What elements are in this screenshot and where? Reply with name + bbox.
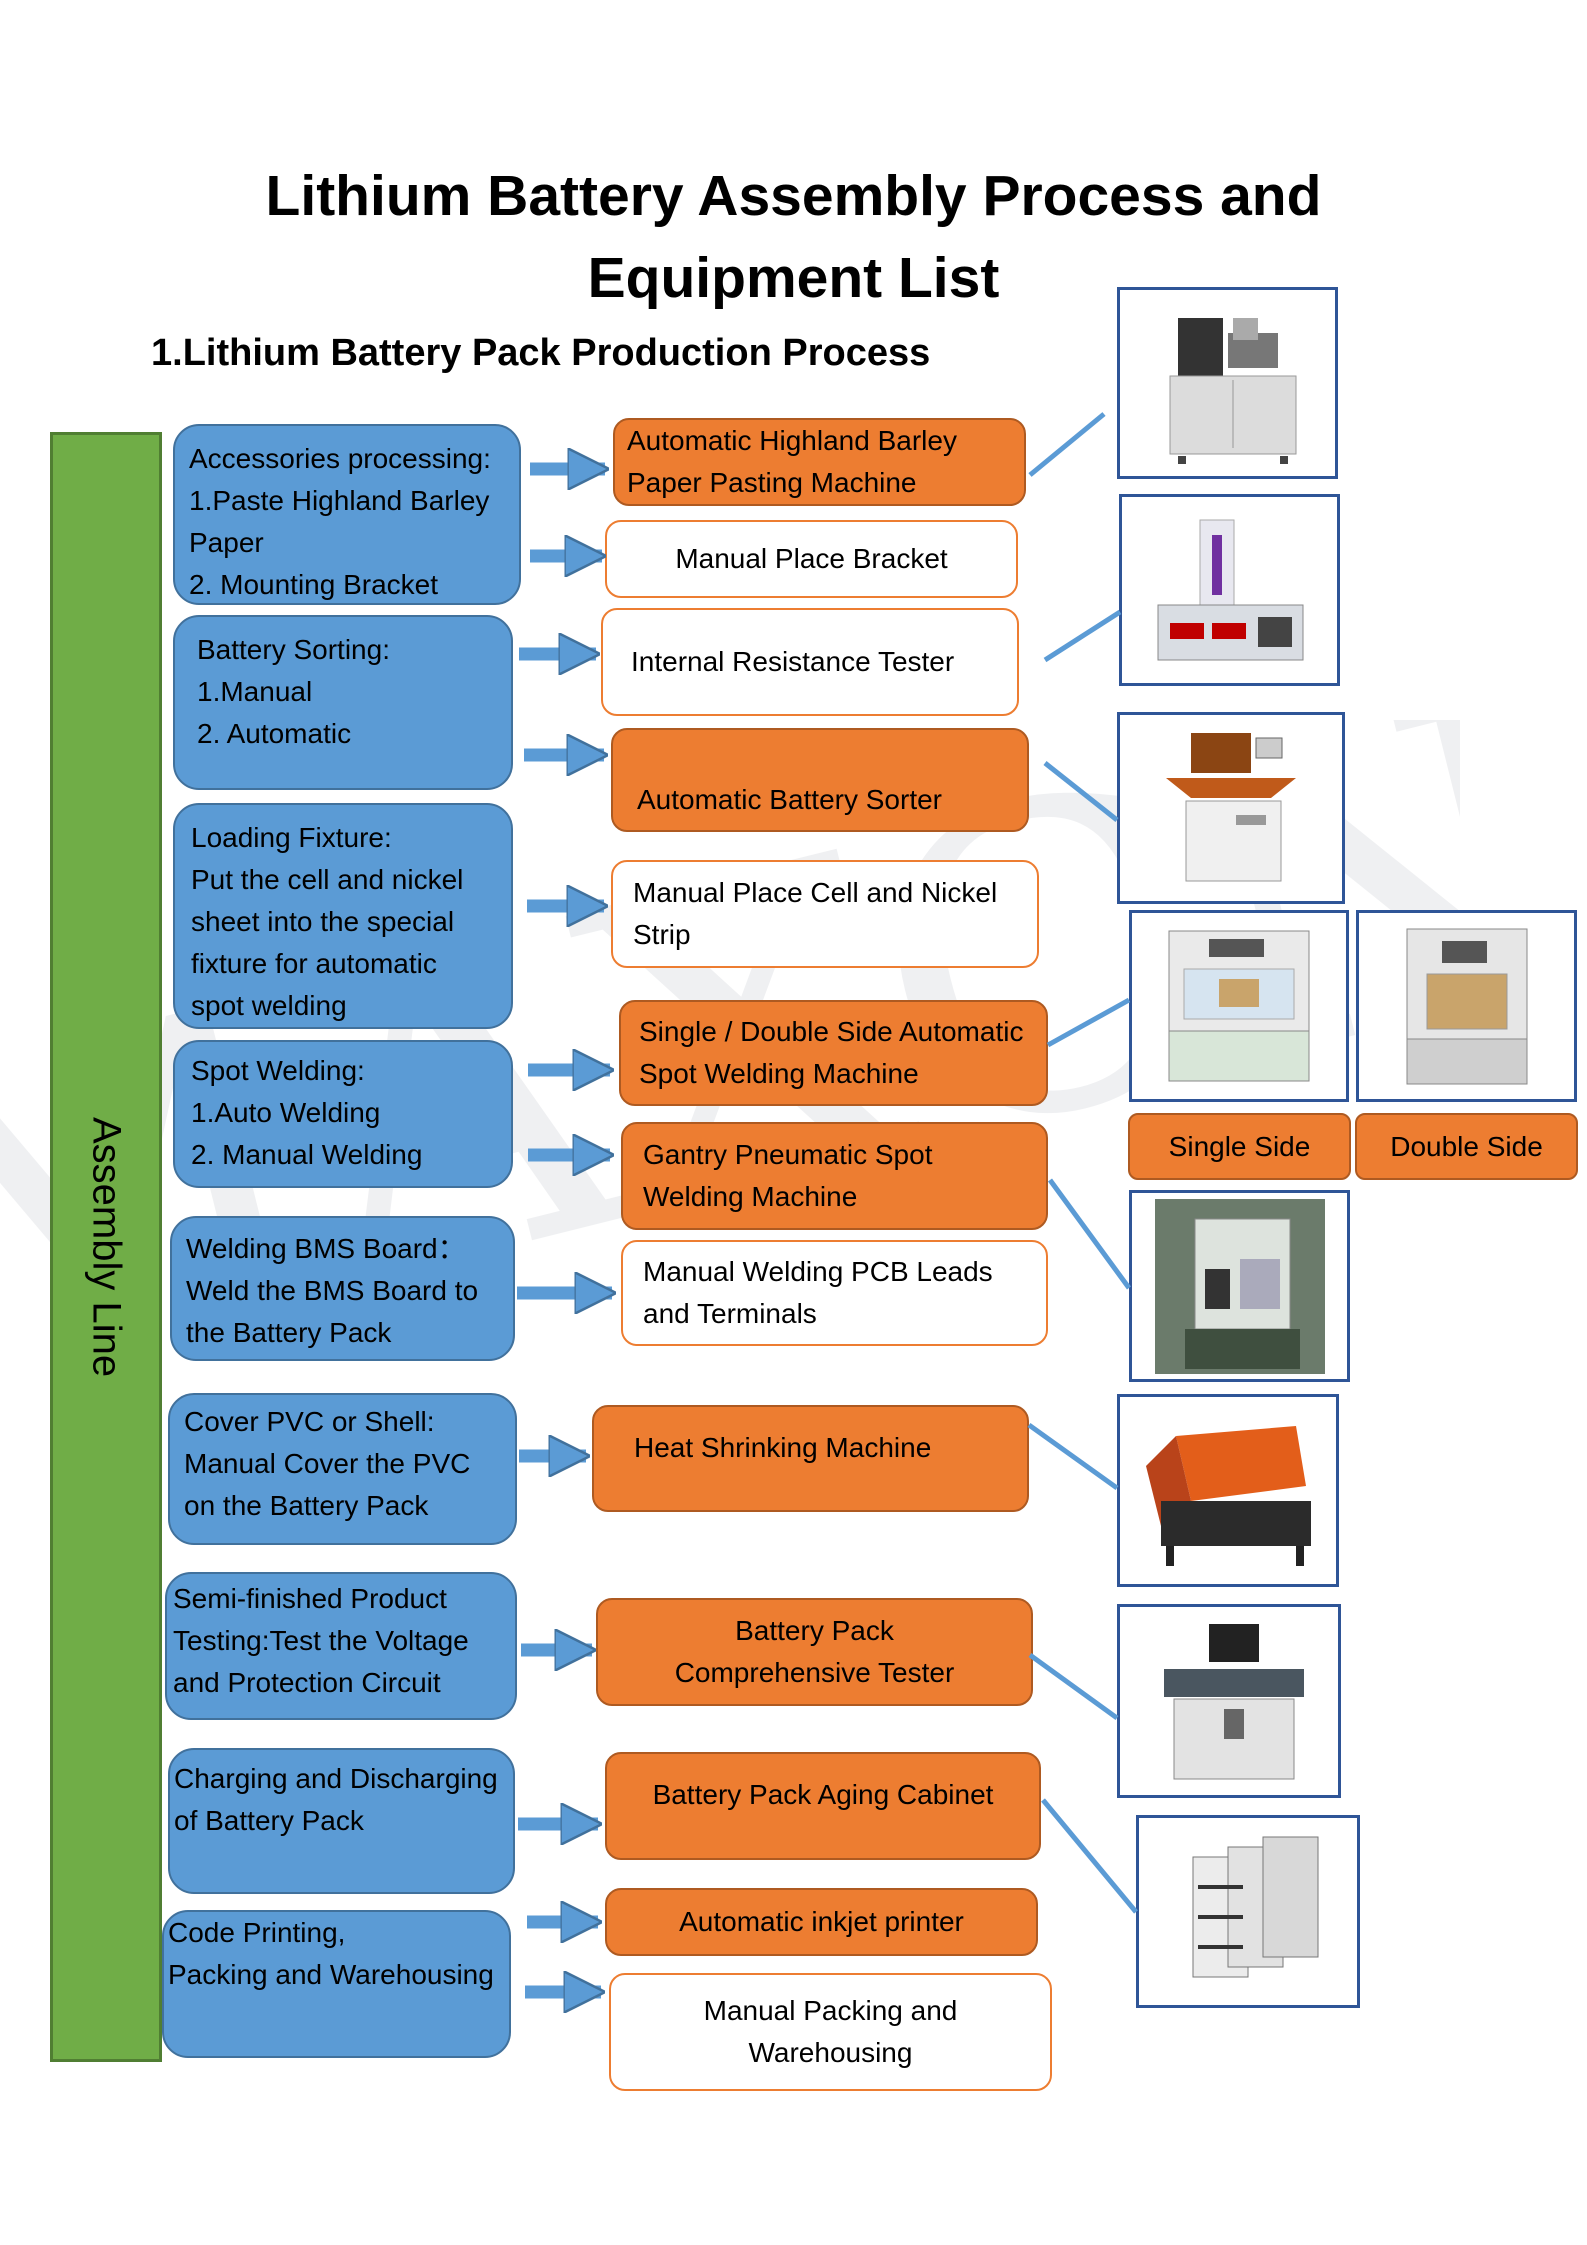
- photo-gantry-welder: [1129, 1190, 1350, 1382]
- tag-double-side: Double Side: [1355, 1113, 1578, 1180]
- equipment-battery-pack-tester: Battery Pack Comprehensive Tester: [596, 1598, 1033, 1706]
- title-line-1: Lithium Battery Assembly Process and: [265, 164, 1322, 228]
- equipment-automatic-battery-sorter: Automatic Battery Sorter: [611, 728, 1029, 832]
- equipment-manual-packing: Manual Packing and Warehousing: [609, 1973, 1052, 2091]
- connector-line: [1047, 1178, 1132, 1290]
- equipment-spot-welding-machine: Single / Double Side Automatic Spot Weld…: [619, 1000, 1048, 1106]
- welder-illustration-icon: [1406, 928, 1527, 1084]
- sorter-illustration-icon: [1166, 733, 1296, 882]
- process-accessories: Accessories processing: 1.Paste Highland…: [173, 424, 521, 605]
- equipment-manual-place-bracket: Manual Place Bracket: [605, 520, 1018, 598]
- assembly-line-label: Assembly Line: [84, 1116, 129, 1378]
- equipment-manual-welding-pcb: Manual Welding PCB Leads and Terminals: [621, 1240, 1048, 1346]
- connector-line: [1027, 1422, 1119, 1491]
- photo-double-side-welder: [1356, 910, 1577, 1102]
- photo-automatic-battery-sorter: [1117, 712, 1345, 904]
- process-loading-fixture: Loading Fixture: Put the cell and nickel…: [173, 803, 513, 1029]
- process-spot-welding: Spot Welding: 1.Auto Welding 2. Manual W…: [173, 1040, 513, 1188]
- process-charging-discharging: Charging and Discharging of Battery Pack: [168, 1748, 515, 1894]
- connector-line: [1041, 1798, 1138, 1914]
- process-cover-pvc: Cover PVC or Shell: Manual Cover the PVC…: [168, 1393, 517, 1545]
- process-code-printing: Code Printing, Packing and Warehousing: [162, 1910, 511, 2058]
- equipment-internal-resistance-tester: Internal Resistance Tester: [601, 608, 1019, 716]
- photo-internal-resistance-tester: [1119, 494, 1340, 686]
- assembly-line-bar: [50, 432, 162, 2062]
- welder-illustration-icon: [1168, 930, 1310, 1081]
- tag-single-side: Single Side: [1128, 1113, 1351, 1180]
- equipment-heat-shrinking-machine: Heat Shrinking Machine: [592, 1405, 1029, 1512]
- page-title: Lithium Battery Assembly Process and Equ…: [0, 155, 1587, 319]
- gantry-illustration-icon: [1154, 1198, 1325, 1374]
- equipment-aging-cabinet: Battery Pack Aging Cabinet: [605, 1752, 1041, 1860]
- section-subtitle: 1.Lithium Battery Pack Production Proces…: [151, 332, 931, 374]
- equipment-gantry-spot-welding-machine: Gantry Pneumatic Spot Welding Machine: [621, 1122, 1048, 1230]
- equipment-manual-place-cell-nickel: Manual Place Cell and Nickel Strip: [611, 860, 1039, 968]
- tester-illustration-icon: [1157, 519, 1303, 661]
- process-semi-finished-testing: Semi-finished Product Testing:Test the V…: [165, 1572, 517, 1720]
- connector-line: [1043, 761, 1119, 822]
- equipment-inkjet-printer: Automatic inkjet printer: [605, 1888, 1038, 1956]
- process-battery-sorting: Battery Sorting: 1.Manual 2. Automatic: [173, 615, 513, 790]
- connector-line: [1046, 997, 1131, 1048]
- connector-line: [1028, 412, 1106, 477]
- photo-aging-cabinet: [1136, 1815, 1360, 2008]
- machine-illustration-icon: [1169, 318, 1296, 464]
- connector-line: [1028, 1652, 1119, 1721]
- photo-heat-shrinking-machine: [1117, 1394, 1339, 1587]
- equipment-highland-barley-machine: Automatic Highland Barley Paper Pasting …: [613, 418, 1026, 506]
- photo-highland-barley-machine: [1117, 287, 1338, 479]
- photo-battery-pack-tester: [1117, 1604, 1341, 1798]
- tester-cabinet-illustration-icon: [1164, 1623, 1304, 1779]
- connector-line: [1043, 609, 1122, 663]
- photo-single-side-welder: [1129, 910, 1349, 1102]
- title-line-2: Equipment List: [587, 246, 1000, 310]
- shrink-tunnel-illustration-icon: [1145, 1425, 1311, 1566]
- process-bms-board: Welding BMS Board： Weld the BMS Board to…: [170, 1216, 515, 1361]
- aging-cabinet-illustration-icon: [1192, 1836, 1319, 1977]
